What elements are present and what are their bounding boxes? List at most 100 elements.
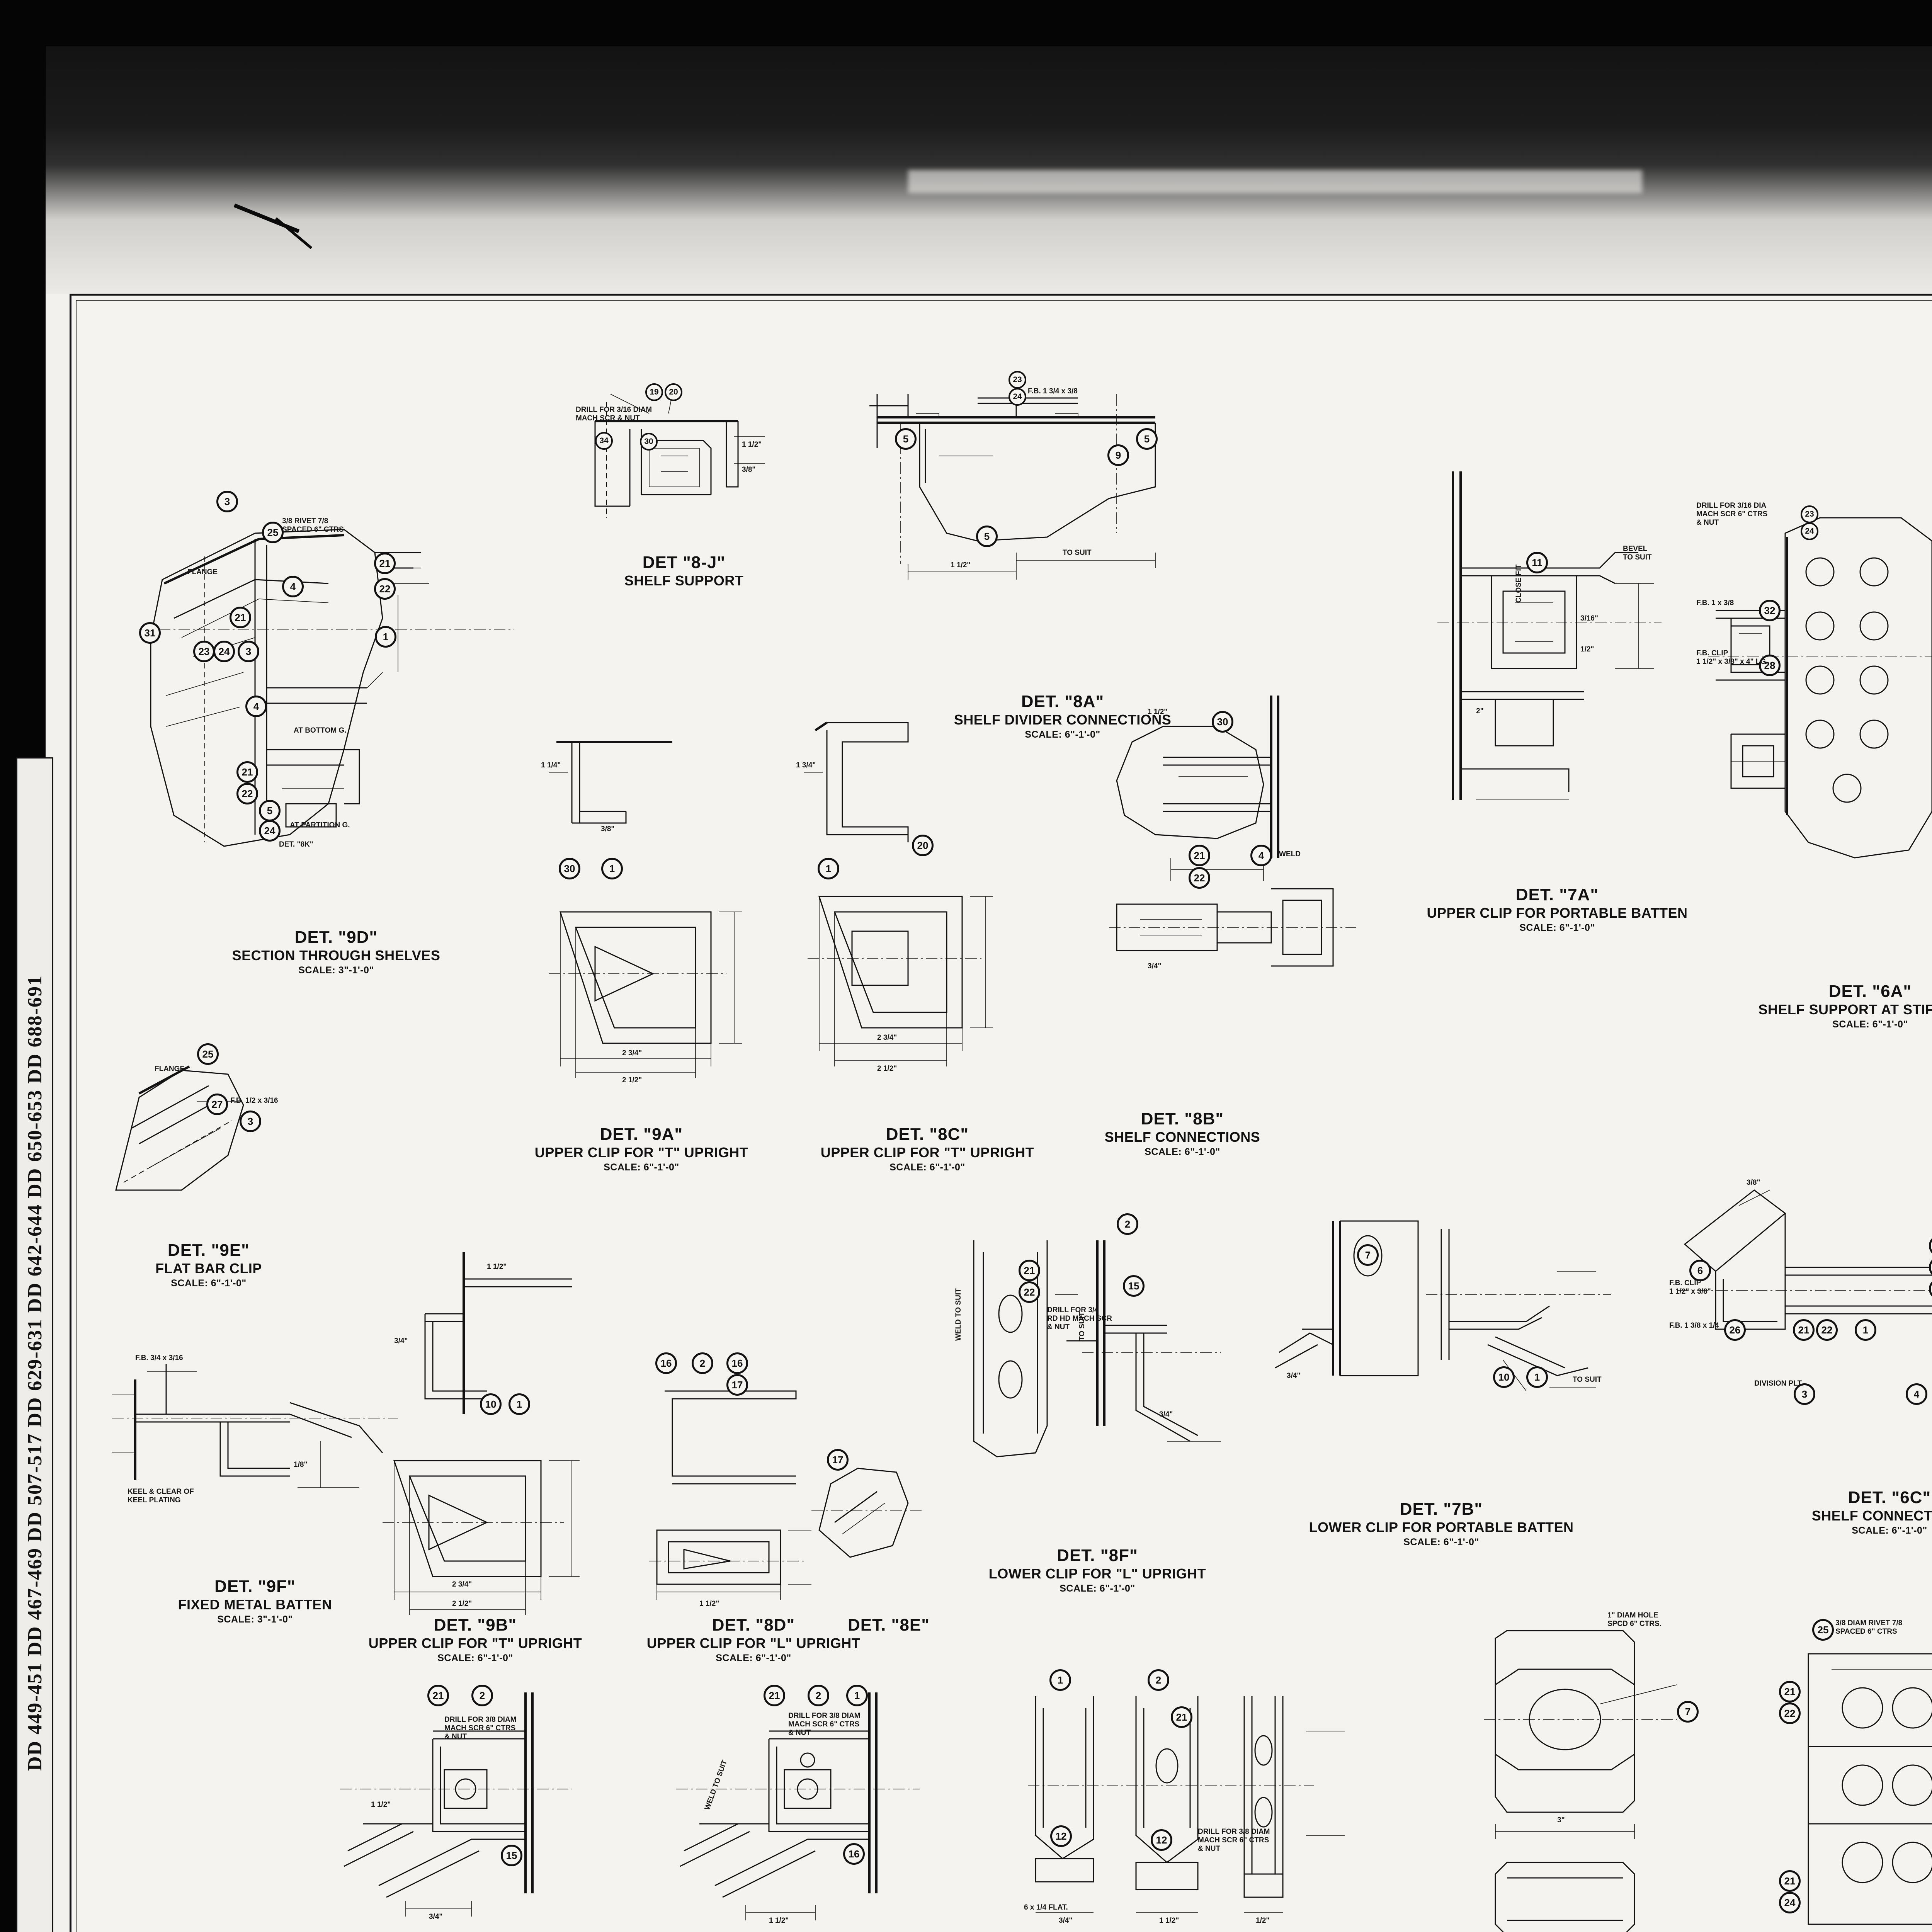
note-dim-d: 2 1/2" <box>452 1600 472 1608</box>
note-dim-2: 3/8" <box>742 466 756 474</box>
balloon-30: 30 <box>1212 711 1233 733</box>
balloon-25: 25 <box>262 522 284 543</box>
note-drill-316-mach: DRILL FOR 3/16 DIA MACH SCR 6" CTRS & NU… <box>1696 502 1768 527</box>
note-dim-3-16: 3/16" <box>1580 614 1598 622</box>
balloon-17: 17 <box>827 1449 849 1471</box>
balloon-25: 25 <box>197 1043 219 1065</box>
balloon-21: 21 <box>764 1685 785 1706</box>
note-fb: F.B. 1/2 x 3/16 <box>230 1097 278 1105</box>
detail-plate-6A: 23 24 32 28 4 4 DRILL FOR 3/16 DIA MACH … <box>1692 495 1932 958</box>
balloon-4: 4 <box>1906 1383 1927 1405</box>
balloon-2: 2 <box>808 1685 829 1706</box>
balloon-1: 1 <box>1526 1366 1548 1388</box>
caption-9A-name: UPPER CLIP FOR "T" UPRIGHT <box>534 1144 748 1160</box>
balloon-30: 30 <box>559 858 580 879</box>
caption-9F: DET. "9F" FIXED METAL BATTEN SCALE: 3"-1… <box>178 1577 332 1626</box>
balloon-3: 3 <box>216 491 238 512</box>
detail-8C-linework <box>781 680 997 1105</box>
caption-6A: DET. "6A" SHELF SUPPORT AT STIFFENER SCA… <box>1758 981 1932 1031</box>
balloon-34: 34 <box>595 432 613 450</box>
note-to-suit: TO SUIT <box>1078 1312 1086 1341</box>
caption-9B-det: DET. "9B" <box>434 1616 517 1634</box>
note-drill-38: DRILL FOR 3/8 DIAM MACH SCR 6" CTRS & NU… <box>444 1716 517 1741</box>
note-dim-b: 3/4" <box>1148 962 1162 970</box>
note-fb-1x38: F.B. 1 x 3/8 <box>1696 599 1734 607</box>
balloon-1: 1 <box>1049 1669 1071 1691</box>
note-dim-a: 1 1/2" <box>769 1917 789 1925</box>
caption-8C-name: UPPER CLIP FOR "T" UPRIGHT <box>820 1144 1034 1160</box>
caption-7B: DET. "7B" LOWER CLIP FOR PORTABLE BATTEN… <box>1309 1499 1574 1548</box>
note-drill-34: DRILL FOR 3/4 RD HD MACH SCR & NUT <box>1047 1306 1112 1331</box>
balloon-24b: 24 <box>1779 1892 1801 1913</box>
caption-8B-det: DET. "8B" <box>1141 1109 1224 1128</box>
note-dim-a: 3/4" <box>1059 1917 1073 1925</box>
caption-8B: DET. "8B" SHELF CONNECTIONS SCALE: 6"-1'… <box>1105 1109 1260 1158</box>
note-weld: WELD <box>1279 850 1301 858</box>
note-weld-to-suit: WELD TO SUIT <box>954 1288 963 1341</box>
balloon-15: 15 <box>501 1845 522 1866</box>
detail-8E-linework <box>808 1376 947 1607</box>
detail-plate-9A: 30 1 1 1/4" 3/8" 2 3/4" 2 1/2" <box>526 696 742 1105</box>
caption-9E-name: FLAT BAR CLIP <box>155 1260 262 1276</box>
note-rivet-ctrs: 3/8 RIVET 7/8 SPACED 6" CTRS <box>282 517 344 534</box>
caption-8A-name: SHELF DIVIDER CONNECTIONS <box>954 711 1172 728</box>
balloon-22: 22 <box>1019 1281 1040 1303</box>
note-div-plt-2: DIVISION PLT. <box>1754 1379 1803 1388</box>
balloon-2: 2 <box>1148 1669 1169 1691</box>
reel-index-vertical: DD 449-451 DD 467-469 DD 507-517 DD 629-… <box>16 757 53 1932</box>
balloon-4: 4 <box>1250 845 1272 866</box>
note-dim-a: F.B. 3/4 x 3/16 <box>135 1354 183 1362</box>
caption-8C-scale: SCALE: 6"-1'-0" <box>889 1162 965 1173</box>
balloon-21: 21 <box>427 1685 449 1706</box>
caption-8D-det: DET. "8D" <box>712 1616 795 1634</box>
balloon-6: 6 <box>1689 1260 1711 1281</box>
note-dim-a: 3/4" <box>1287 1372 1301 1380</box>
caption-8D-name: UPPER CLIP FOR "L" UPRIGHT <box>646 1635 861 1651</box>
caption-6C-det: DET. "6C" <box>1848 1488 1931 1507</box>
detail-8G-linework <box>653 1677 958 1932</box>
detail-plate-9D: 3 25 4 21 22 1 31 21 23 24 3 4 21 22 5 2… <box>128 456 537 912</box>
caption-8F-scale: SCALE: 6"-1'-0" <box>1060 1583 1135 1594</box>
note-dim-a: 1 1/4" <box>541 761 561 769</box>
detail-8F-linework <box>951 1225 1229 1534</box>
detail-plate-9E: 25 27 3 FLANGE F.B. 1/2 x 3/16 <box>93 1028 348 1229</box>
caption-9D-scale: SCALE: 3"-1'-0" <box>298 965 374 976</box>
caption-6A-det: DET. "6A" <box>1828 982 1912 1001</box>
detail-plate-7B: 7 10 1 3/4" TO SUIT <box>1256 1206 1642 1484</box>
caption-9A-scale: SCALE: 6"-1'-0" <box>604 1162 679 1173</box>
balloon-16: 16 <box>843 1843 865 1865</box>
note-close-fit: CLOSE FIT <box>1515 564 1523 603</box>
balloon-24b: 24 <box>259 820 281 842</box>
caption-9E: DET. "9E" FLAT BAR CLIP SCALE: 6"-1'-0" <box>155 1240 262 1289</box>
balloon-21: 21 <box>1171 1706 1192 1728</box>
caption-7B-name: LOWER CLIP FOR PORTABLE BATTEN <box>1309 1519 1574 1535</box>
balloon-23: 23 <box>1801 505 1818 523</box>
note-dim-a: 3/8" <box>1747 1179 1760 1187</box>
note-6-flat: 6 x 1/4 FLAT. <box>1024 1903 1068 1912</box>
caption-8E: DET. "8E" <box>848 1615 930 1635</box>
balloon-21c: 21 <box>236 761 258 783</box>
note-dim-b: 3/8" <box>601 825 615 833</box>
balloon-15: 15 <box>1123 1275 1145 1297</box>
note-dim-c: 2 3/4" <box>622 1049 642 1057</box>
caption-7A-det: DET. "7A" <box>1515 885 1599 904</box>
note-to-suit: TO SUIT <box>1063 549 1092 557</box>
balloon-30: 30 <box>640 433 658 451</box>
balloon-24: 24 <box>1801 522 1818 540</box>
caption-8B-name: SHELF CONNECTIONS <box>1104 1129 1260 1145</box>
caption-8J-name: SHELF SUPPORT <box>624 572 744 588</box>
caption-9B: DET. "9B" UPPER CLIP FOR "T" UPRIGHT SCA… <box>369 1615 582 1664</box>
balloon-26: 26 <box>1724 1319 1746 1341</box>
caption-9F-scale: SCALE: 3"-1'-0" <box>217 1614 293 1625</box>
detail-plate-8H: 1 2 21 12 12 6 x 1/4 FLAT. DRILL FOR 3/8… <box>1005 1669 1410 1932</box>
detail-plate-7C: 7 1" DIAM HOLE SPCD 6" CTRS. 3" 3/4" 1/2… <box>1461 1611 1739 1932</box>
balloon-20: 20 <box>912 835 934 856</box>
balloon-3b: 3 <box>238 641 259 662</box>
balloon-21b: 21 <box>230 607 251 628</box>
note-dim-b: 1/8" <box>294 1461 308 1469</box>
caption-8E-det: DET. "8E" <box>847 1616 930 1634</box>
detail-9A-linework <box>526 696 742 1105</box>
caption-8J: DET "8-J" SHELF SUPPORT <box>624 553 744 589</box>
note-rivet-spd4: 3/8 DIAM RIVET 7/8 SPACED 6" CTRS <box>1835 1619 1903 1636</box>
balloon-22: 22 <box>1779 1702 1801 1724</box>
